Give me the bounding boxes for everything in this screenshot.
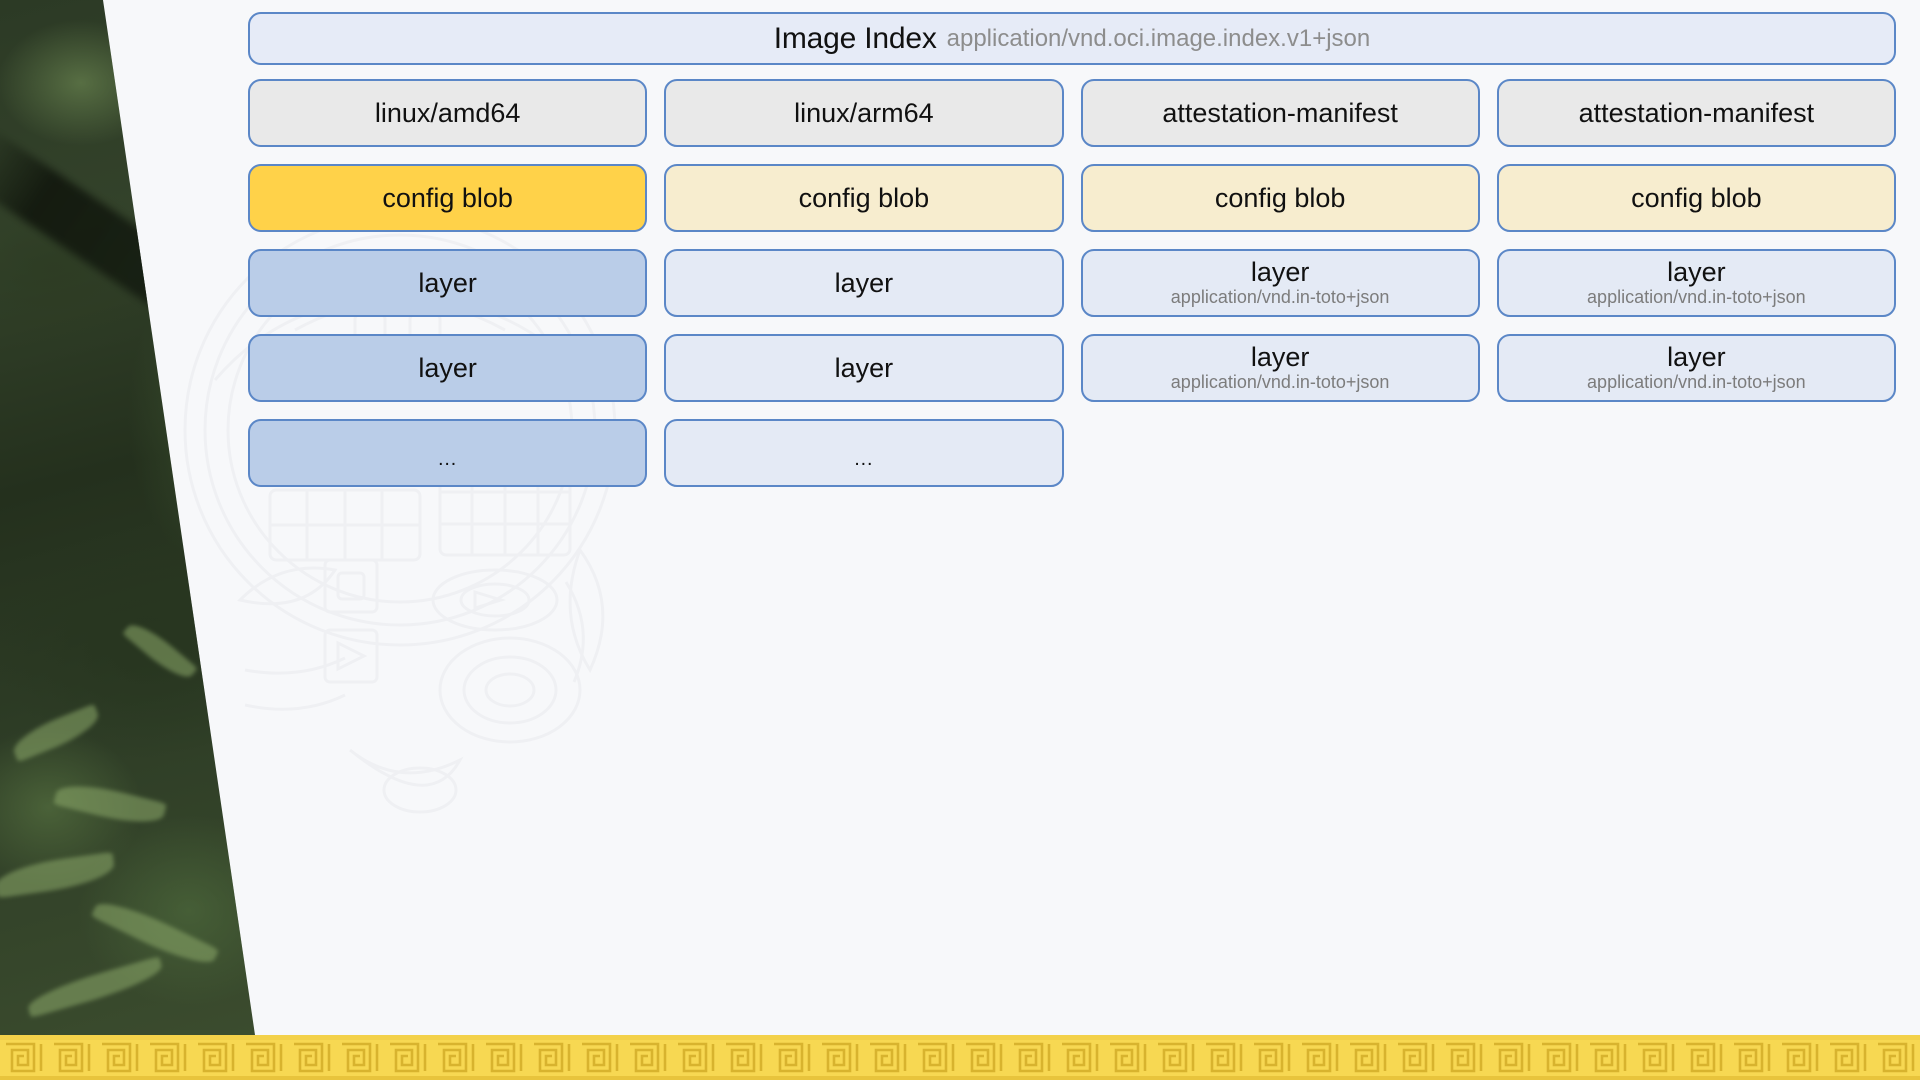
image-index-media-type: application/vnd.oci.image.index.v1+json [946,24,1371,52]
node-label: attestation-manifest [1162,97,1398,128]
linux-amd64-layer-2[interactable]: layer [248,249,648,317]
node-label: … [853,447,875,470]
node-label: config blob [382,182,513,213]
linux-arm64-layer-3[interactable]: layer [664,334,1064,402]
node-label: layer [418,352,477,383]
linux-arm64-manifest-0[interactable]: linux/arm64 [664,79,1064,147]
attestation-manifest-2-config-1[interactable]: config blob [1496,164,1896,232]
linux-arm64-config-1[interactable]: config blob [664,164,1064,232]
attestation-manifest-1-config-1[interactable]: config blob [1080,164,1480,232]
linux-amd64-config-1[interactable]: config blob [248,164,648,232]
node-label: linux/amd64 [374,97,521,128]
linux-amd64-manifest-0[interactable]: linux/amd64 [248,79,648,147]
attestation-manifest-2-manifest-0[interactable]: attestation-manifest [1496,79,1896,147]
node-label: layer [834,267,894,298]
node-media-type: application/vnd.in-toto+json [1587,371,1806,392]
node-label: config blob [1631,182,1762,213]
node-label: config blob [1214,182,1346,213]
node-media-type: application/vnd.in-toto+json [1170,371,1390,392]
mayan-meander-border [0,1035,1920,1080]
linux-amd64-layer-3[interactable]: layer [248,334,648,402]
node-label: attestation-manifest [1578,97,1815,128]
image-index-title: Image Index [773,21,937,55]
oci-image-index-diagram: Image Index application/vnd.oci.image.in… [248,12,1896,487]
linux-amd64-layer-ellipsis-4[interactable]: … [248,419,648,487]
node-label: … [437,447,459,470]
manifest-column-linux-arm64: linux/arm64 config blob layer layer … [664,79,1064,487]
node-label: layer [1667,257,1726,288]
node-label: config blob [798,182,930,213]
meander-pattern [0,1035,1920,1080]
node-label: layer [834,352,894,383]
linux-arm64-layer-2[interactable]: layer [664,249,1064,317]
manifest-column-linux-amd64: linux/amd64 config blob layer layer … [248,79,648,487]
node-media-type: application/vnd.in-toto+json [1170,286,1390,307]
node-label: layer [1250,257,1310,288]
node-label: layer [418,267,477,298]
node-label: layer [1667,342,1726,373]
node-label: linux/arm64 [794,97,934,128]
image-index-node[interactable]: Image Index application/vnd.oci.image.in… [248,12,1896,65]
node-label: layer [1250,342,1310,373]
attestation-manifest-1-manifest-0[interactable]: attestation-manifest [1080,79,1480,147]
node-media-type: application/vnd.in-toto+json [1587,286,1806,307]
linux-arm64-layer-ellipsis-4[interactable]: … [664,419,1064,487]
jungle-forest-photo [0,0,255,1035]
